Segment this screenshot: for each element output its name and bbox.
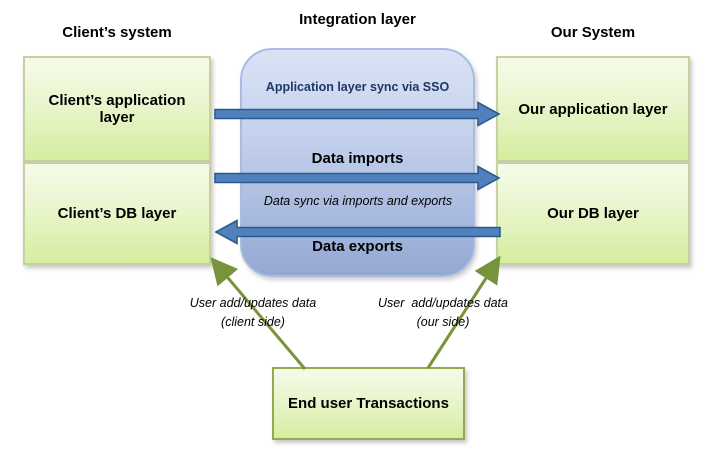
integration-layer-title: Integration layer [299, 11, 416, 28]
client-application-layer-label: Client’s application layer [48, 92, 186, 126]
client-side-annotation-line1: User add/updates data [189, 296, 317, 310]
data-exports-label: Data exports [312, 238, 403, 255]
end-user-transactions-box: End user Transactions [272, 367, 465, 440]
sso-sync-label: Application layer sync via SSO [265, 80, 450, 94]
client-db-layer-label: Client’s DB layer [57, 205, 177, 222]
our-side-annotation: User add/updates data (our side) [348, 294, 538, 332]
data-imports-label: Data imports [311, 150, 404, 167]
client-system-title: Client’s system [62, 24, 172, 41]
our-side-annotation-line1: User add/updates data [378, 296, 508, 310]
client-side-annotation: User add/updates data (client side) [158, 294, 348, 332]
client-db-layer-box: Client’s DB layer [23, 162, 211, 265]
end-user-transactions-label: End user Transactions [288, 395, 449, 412]
client-application-layer-box: Client’s application layer [23, 56, 211, 162]
our-system-title: Our System [550, 24, 636, 41]
client-side-annotation-line2: (client side) [221, 315, 285, 329]
our-side-annotation-line2: (our side) [416, 315, 470, 329]
our-application-layer-box: Our application layer [496, 56, 690, 162]
our-db-layer-label: Our DB layer [547, 205, 639, 222]
our-db-layer-box: Our DB layer [496, 162, 690, 265]
data-sync-note: Data sync via imports and exports [263, 194, 453, 208]
our-application-layer-label: Our application layer [518, 100, 668, 118]
